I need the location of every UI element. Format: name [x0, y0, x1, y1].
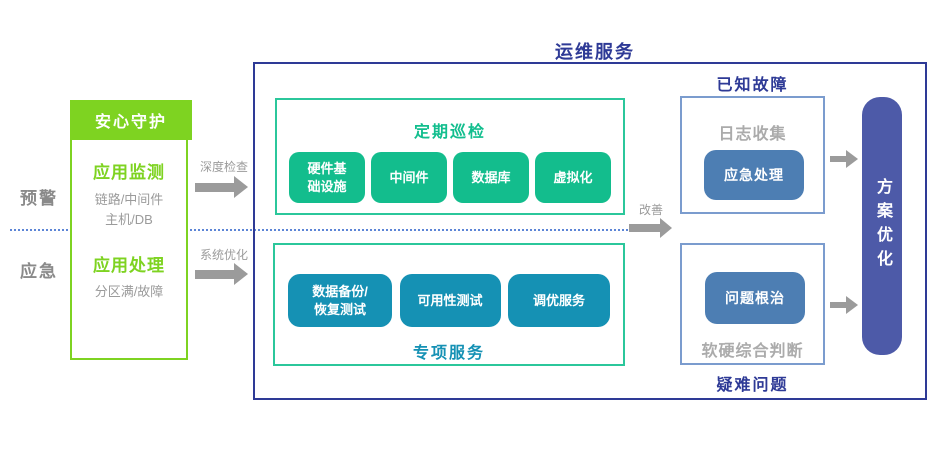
difficult-problem-title: 疑难问题 — [716, 377, 789, 394]
difficult-problem-arrow-icon — [830, 296, 858, 314]
known-fault-title: 已知故障 — [716, 77, 789, 94]
arrow-shaft — [830, 302, 846, 308]
node-middleware: 中间件 — [371, 152, 447, 203]
app-monitor-title: 应用监测 — [93, 163, 165, 182]
arrow-head — [234, 263, 248, 285]
node-virtualization: 虚拟化 — [535, 152, 611, 203]
special-services-group: 数据备份/ 恢复测试 可用性测试 调优服务 专项服务 — [273, 243, 625, 366]
judge-label: 软硬综合判断 — [701, 343, 804, 360]
node-availability-test: 可用性测试 — [399, 274, 501, 327]
node-tuning-service: 调优服务 — [508, 274, 610, 327]
solution-optimize-label: 方案优化 — [874, 178, 891, 274]
known-fault-box: 日志收集 应急处理 — [680, 96, 825, 214]
label-emergency: 应急 — [20, 262, 58, 281]
solution-optimize-pill: 方案优化 — [862, 97, 902, 355]
deep-check-label: 深度检查 — [199, 160, 248, 174]
arrow-shaft — [195, 182, 234, 192]
inspection-items: 硬件基 础设施 中间件 数据库 虚拟化 — [289, 152, 611, 203]
log-collect-label: 日志收集 — [718, 126, 787, 143]
special-service-items: 数据备份/ 恢复测试 可用性测试 调优服务 — [288, 274, 610, 327]
node-emergency-handle: 应急处理 — [704, 150, 804, 200]
node-hardware-infra: 硬件基 础设施 — [289, 152, 365, 203]
node-database: 数据库 — [453, 152, 529, 203]
app-handle-title: 应用处理 — [93, 256, 165, 275]
system-optimize-arrow-icon — [195, 263, 248, 285]
app-monitor-subtext: 链路/中间件 主机/DB — [94, 192, 164, 228]
app-handle-subtext: 分区满/故障 — [94, 284, 164, 299]
arrow-shaft — [830, 156, 846, 162]
improve-arrow-icon — [629, 218, 672, 238]
arrow-shaft — [629, 224, 660, 232]
node-root-cure: 问题根治 — [705, 272, 805, 324]
dotted-divider — [10, 229, 628, 231]
arrow-head — [660, 218, 672, 238]
guard-box: 安心守护 应用监测 链路/中间件 主机/DB 应用处理 分区满/故障 — [70, 100, 192, 360]
improve-label: 改善 — [638, 203, 663, 217]
node-backup-recovery-test: 数据备份/ 恢复测试 — [288, 274, 392, 327]
difficult-problem-box: 问题根治 软硬综合判断 — [680, 243, 825, 365]
system-optimize-label: 系统优化 — [199, 248, 248, 262]
ops-service-title: 运维服务 — [555, 42, 635, 62]
special-services-title: 专项服务 — [412, 345, 485, 362]
label-warning: 预警 — [20, 189, 58, 208]
guard-box-header: 安心守护 — [70, 100, 192, 140]
ops-service-box — [253, 62, 927, 400]
arrow-head — [846, 150, 858, 168]
inspection-title: 定期巡检 — [413, 124, 486, 141]
inspection-group: 定期巡检 硬件基 础设施 中间件 数据库 虚拟化 — [275, 98, 625, 215]
known-fault-arrow-icon — [830, 150, 858, 168]
deep-check-arrow-icon — [195, 176, 248, 198]
arrow-head — [234, 176, 248, 198]
arrow-shaft — [195, 269, 234, 279]
arrow-head — [846, 296, 858, 314]
